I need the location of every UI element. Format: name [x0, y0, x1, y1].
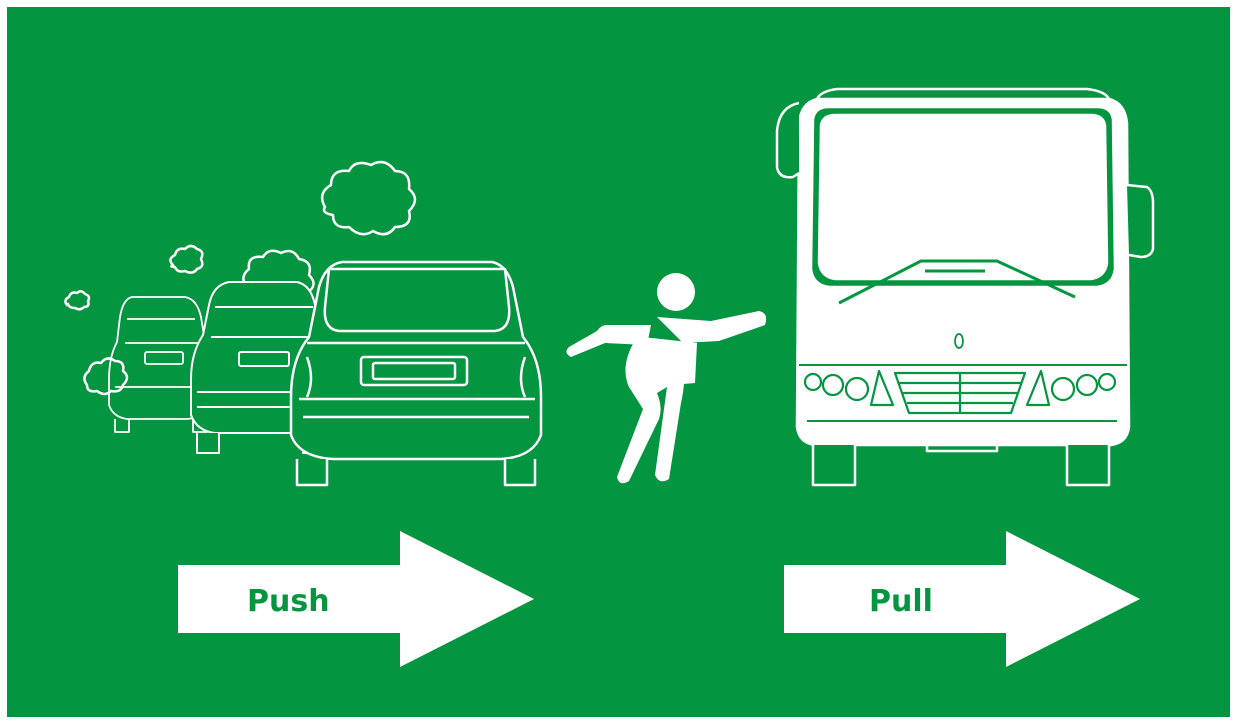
push-arrow — [178, 531, 534, 667]
diagram-panel: Push Pull — [7, 7, 1230, 717]
pull-label: Pull — [869, 587, 933, 617]
push-label: Push — [247, 587, 330, 617]
car-rear-icon — [291, 262, 541, 485]
person-reaching-icon — [566, 273, 766, 483]
pull-arrow — [784, 531, 1140, 667]
right-arrow-icon — [784, 531, 1140, 667]
right-arrow-icon — [178, 531, 534, 667]
bus-front-icon — [777, 89, 1153, 485]
